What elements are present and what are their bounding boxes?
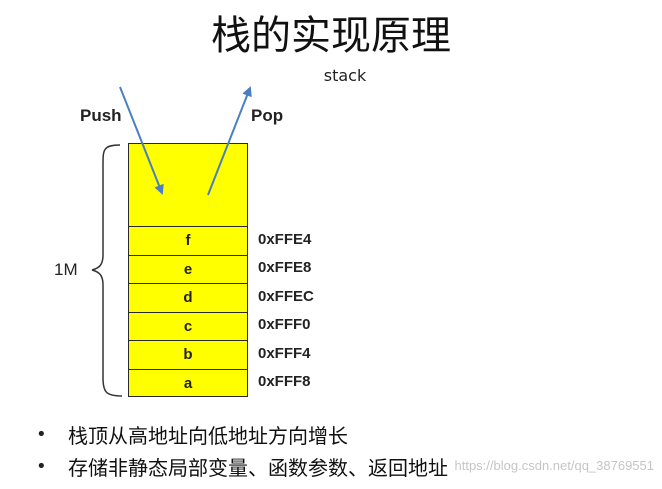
bullet-item: • 存储非静态局部变量、函数参数、返回地址 [36,450,636,482]
address-column: 0xFFE4 0xFFE8 0xFFEC 0xFFF0 0xFFF4 0xFFF… [258,225,358,396]
size-label: 1M [54,260,78,279]
stack-cell: e [129,254,247,284]
cell-label: f [185,232,191,250]
stack-free-space [129,144,247,226]
pop-label: Pop [251,106,284,125]
address-label: 0xFFF8 [258,373,311,391]
address-label: 0xFFEC [258,287,314,305]
bullet-text: 栈顶从高地址向低地址方向增长 [68,423,348,448]
stack-cell: c [129,311,247,341]
stack-box: f e d c b a [128,143,248,397]
cell-label: a [183,374,193,392]
stack-cell: d [129,283,247,312]
bullet-text: 存储非静态局部变量、函数参数、返回地址 [68,455,448,480]
page-title: 栈的实现原理 [211,13,451,59]
bullet-dot-icon: • [36,423,47,445]
watermark: https://blog.csdn.net/qq_38769551 [454,458,655,473]
stack-cell: b [129,340,247,369]
address-label: 0xFFE8 [258,259,312,277]
bullet-list: • 栈顶从高地址向低地址方向增长 • 存储非静态局部变量、函数参数、返回地址 [36,418,636,482]
push-label: Push [80,106,122,125]
subtitle: stack [323,66,367,85]
address-label: 0xFFE4 [258,230,312,248]
address-label: 0xFFF0 [258,316,311,334]
cell-label: b [183,346,193,364]
bullet-dot-icon: • [36,455,47,477]
address-label: 0xFFF4 [258,344,311,362]
cell-label: e [183,260,193,278]
stack-cell: a [129,368,247,398]
stack-cell: f [129,226,247,255]
size-brace [91,144,123,397]
bullet-item: • 栈顶从高地址向低地址方向增长 [36,418,636,450]
cell-label: c [183,317,193,335]
cell-label: d [183,289,193,307]
